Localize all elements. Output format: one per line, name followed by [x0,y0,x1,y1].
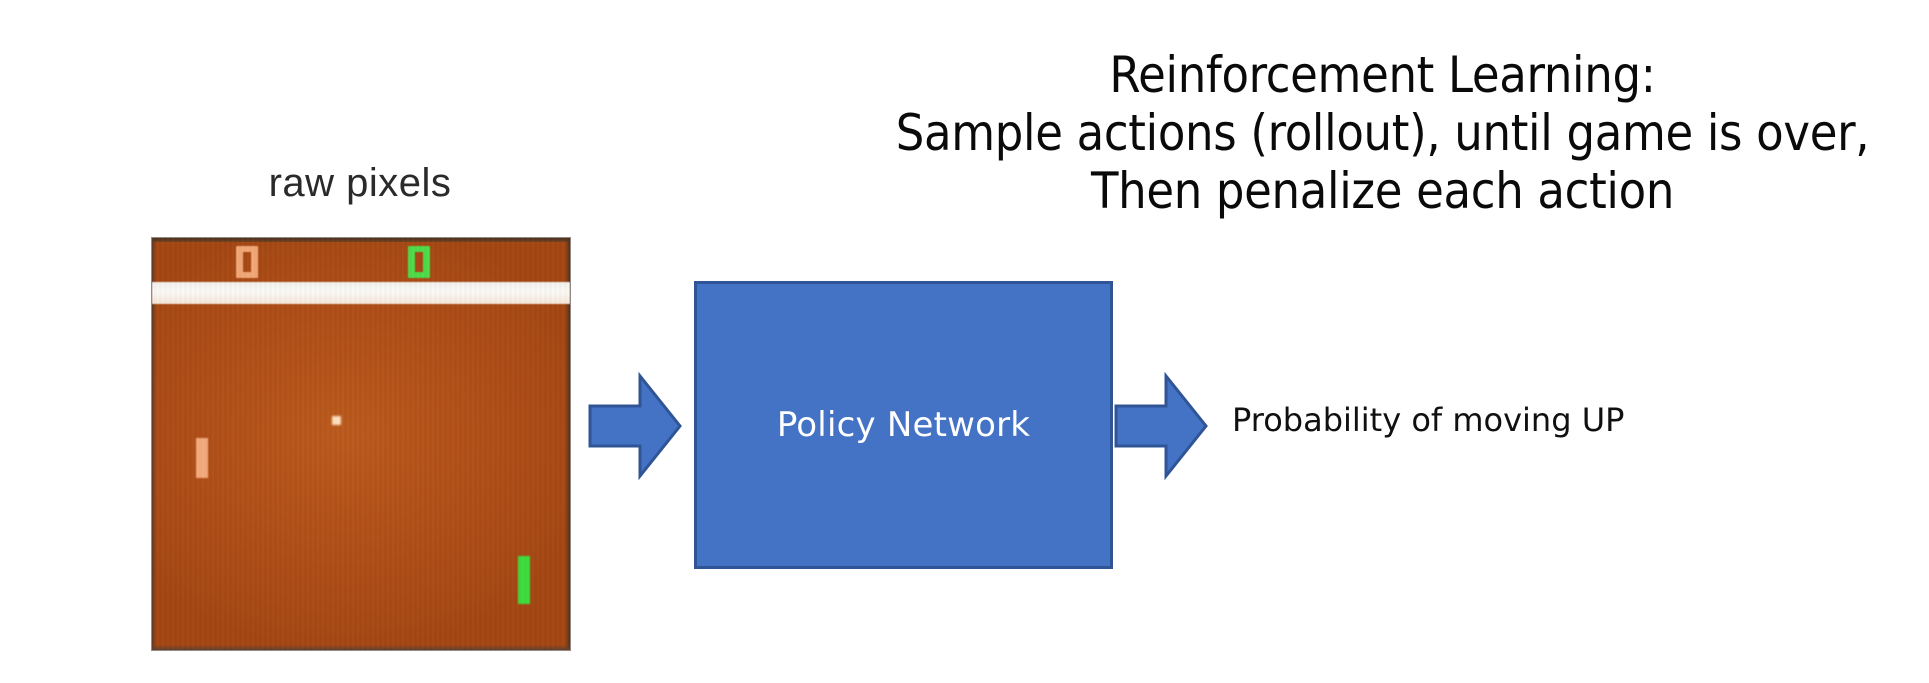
headline-line-3: Then penalize each action [1090,162,1675,220]
output-caption: Probability of moving UP [1232,401,1625,439]
headline-text: Reinforcement Learning: Sample actions (… [836,46,1929,220]
pong-score-left [236,246,258,278]
pong-game-frame [152,238,570,650]
right-block-arrow-icon-output [1114,372,1208,480]
pong-ball [332,416,341,425]
pong-paddle-agent [518,556,530,604]
pong-right-edge [565,238,570,650]
headline-line-2: Sample actions (rollout), until game is … [895,104,1870,162]
pong-paddle-opponent [196,438,208,478]
headline-line-1: Reinforcement Learning: [1109,46,1656,104]
policy-network-box[interactable]: Policy Network [694,281,1113,569]
pong-divider-bar [152,282,570,304]
pong-score-right [408,246,430,278]
pong-top-edge [152,238,570,242]
policy-network-label: Policy Network [776,405,1031,445]
pong-bottom-edge [152,645,570,650]
raw-pixels-caption: raw pixels [268,161,452,205]
pong-playfield [152,238,570,650]
pong-left-edge [152,238,156,650]
right-block-arrow-icon-input [588,372,682,480]
